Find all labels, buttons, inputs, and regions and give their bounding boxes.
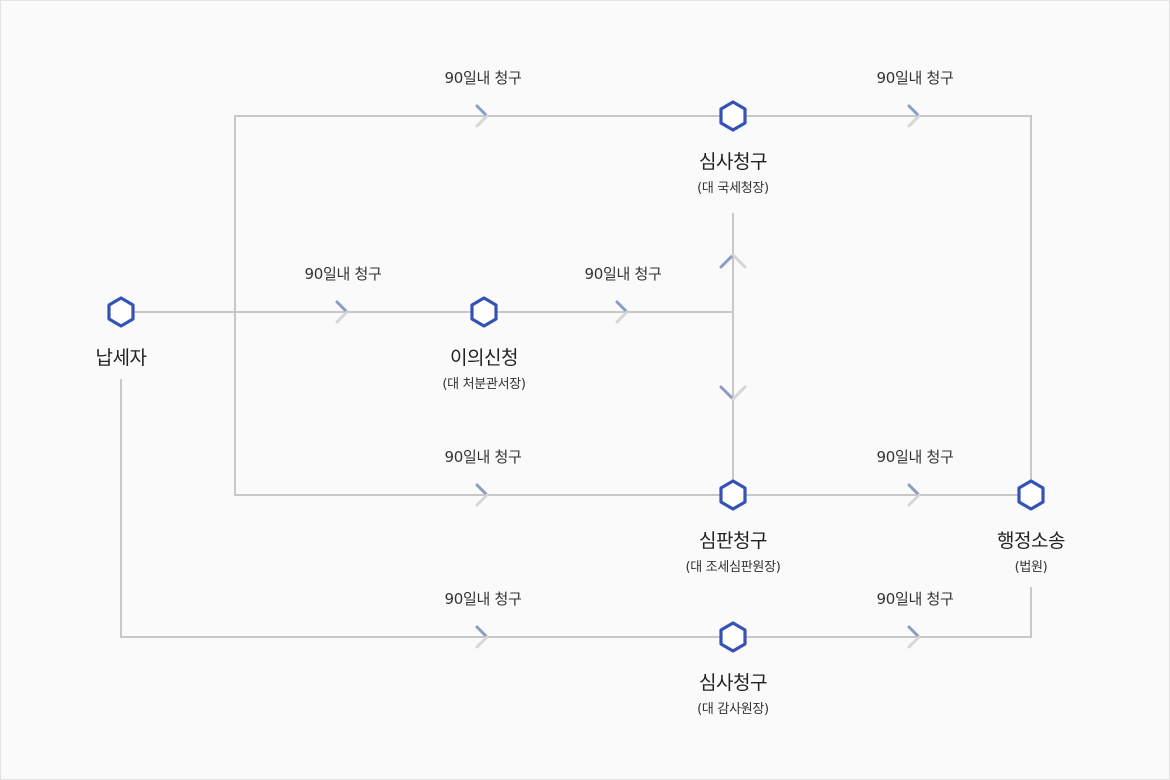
line-bottom-route (120, 379, 1032, 638)
chevron-right-icon (907, 483, 921, 507)
chevron-right-icon (475, 483, 489, 507)
line-upper-loop (234, 115, 1032, 495)
node-title: 심사청구 (699, 672, 767, 694)
node-lawsuit: 행정소송 (법원) (921, 529, 1141, 577)
chevron-right-icon (615, 300, 629, 324)
edge-label: 90일내 청구 (584, 265, 662, 283)
node-tribunal: 심판청구 (대 조세심판원장) (623, 529, 843, 577)
node-title: 심사청구 (699, 151, 767, 173)
edge-label: 90일내 청구 (876, 69, 954, 87)
hexagon-icon (470, 296, 498, 328)
node-subtitle: (대 처분관서장) (442, 377, 526, 392)
arrows (335, 104, 921, 649)
edge-label: 90일내 청구 (444, 590, 522, 608)
node-title: 이의신청 (450, 347, 518, 369)
node-subtitle: (법원) (1014, 560, 1048, 575)
chevron-right-icon (475, 625, 489, 649)
chevron-right-icon (475, 104, 489, 128)
edge-label: 90일내 청구 (444, 69, 522, 87)
node-title: 납세자 (95, 347, 147, 369)
edge-label: 90일내 청구 (876, 590, 954, 608)
chevron-down-icon (719, 385, 747, 401)
node-subtitle: (대 국세청장) (697, 181, 769, 196)
node-objection: 이의신청 (대 처분관서장) (374, 346, 594, 394)
node-review-nts: 심사청구 (대 국세청장) (623, 150, 843, 198)
hexagon-icon (719, 100, 747, 132)
chevron-right-icon (335, 300, 349, 324)
chevron-up-icon (719, 253, 747, 269)
hexagon-icon (107, 296, 135, 328)
node-taxpayer: 납세자 (11, 346, 231, 370)
chevron-right-icon (907, 625, 921, 649)
edge-label: 90일내 청구 (876, 448, 954, 466)
node-title: 심판청구 (699, 530, 767, 552)
hexagon-icon (719, 621, 747, 653)
chevron-right-icon (907, 104, 921, 128)
edge-label: 90일내 청구 (304, 265, 382, 283)
line-lower-loop (234, 312, 1031, 496)
node-subtitle: (대 조세심판원장) (685, 560, 781, 575)
node-markers (107, 100, 1045, 653)
hexagon-icon (1017, 479, 1045, 511)
hexagon-icon (719, 479, 747, 511)
node-subtitle: (대 감사원장) (697, 702, 769, 717)
node-title: 행정소송 (997, 530, 1065, 552)
connector-paths (120, 115, 1032, 638)
edge-label: 90일내 청구 (444, 448, 522, 466)
node-review-bai: 심사청구 (대 감사원장) (623, 671, 843, 719)
